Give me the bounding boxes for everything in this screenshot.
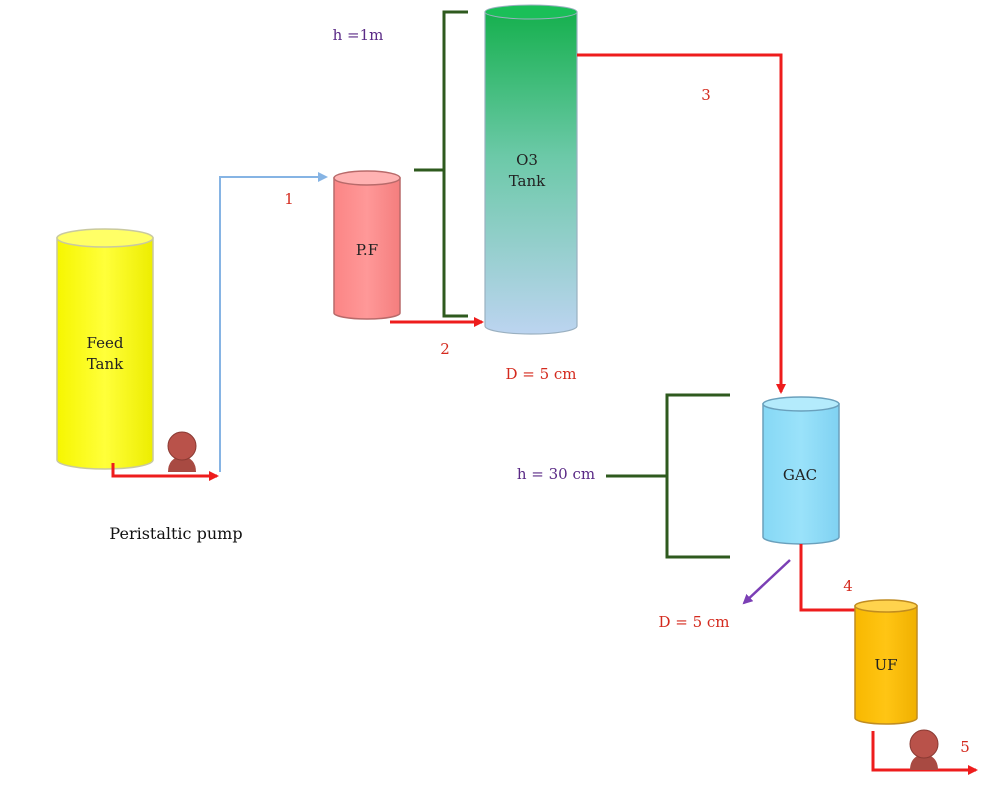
prefilter-label: P.F [356, 241, 378, 259]
pump-label: Peristaltic pump [109, 524, 242, 543]
stream-2-number: 2 [440, 340, 450, 358]
stream-4-number: 4 [843, 577, 853, 595]
feed-tank-label-line1: Feed [87, 334, 124, 352]
ozone-diameter-label: D = 5 cm [505, 365, 576, 383]
stream-3-line [577, 53, 786, 394]
stream-1-line [219, 172, 328, 472]
stream-4-line [799, 544, 856, 612]
gac-diameter-label: D = 5 cm [658, 613, 729, 631]
feed-outflow-line [111, 463, 219, 481]
stream-5-number: 5 [960, 738, 970, 756]
uf-label: UF [874, 656, 897, 674]
ozone-height-label: h =1m [333, 26, 384, 44]
gac-height-label: h = 30 cm [517, 465, 595, 483]
ozone-tank-label-line1: O3 [516, 151, 538, 169]
ozone-tank-label-line2: Tank [509, 172, 546, 190]
peristaltic-pump-icon [167, 431, 197, 472]
gac-height-bracket [606, 393, 730, 559]
uf-column: UF [854, 599, 918, 725]
ozone-height-bracket [414, 10, 468, 318]
feed-tank-label-line2: Tank [87, 355, 124, 373]
stream-3-number: 3 [701, 86, 711, 104]
gac-diameter-pointer [742, 559, 791, 605]
uf-pump-icon [909, 729, 939, 770]
prefilter-tank: P.F [333, 170, 401, 320]
gac-label: GAC [783, 466, 817, 484]
uf-outflow-line [871, 731, 978, 775]
ozone-tank: O3 Tank [484, 4, 578, 335]
stream-1-number: 1 [284, 190, 294, 208]
feed-tank: Feed Tank [56, 228, 154, 470]
gac-column: GAC [762, 396, 840, 545]
